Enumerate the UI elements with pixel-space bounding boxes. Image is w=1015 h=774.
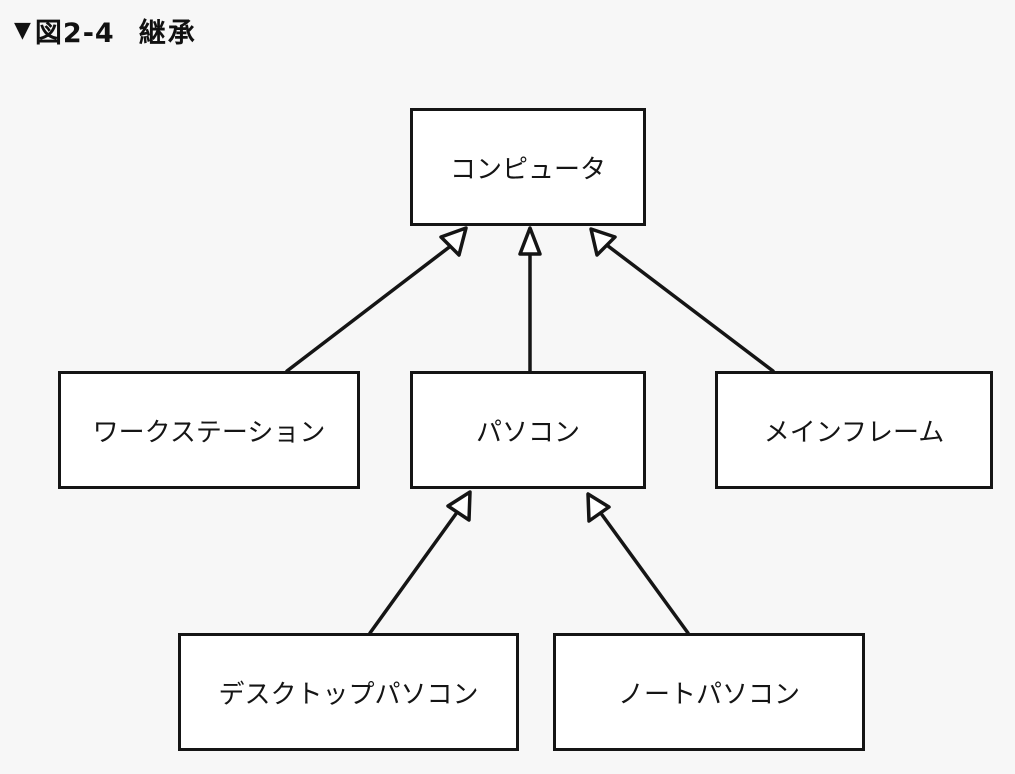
figure-caption: ▼ 図2-4 継承 — [14, 10, 197, 50]
triangle-marker-icon: ▼ — [14, 17, 31, 43]
class-box-computer: コンピュータ — [410, 108, 646, 226]
inheritance-arrowhead-icon — [518, 226, 542, 256]
class-box-desktop-pc: デスクトップパソコン — [178, 633, 519, 751]
class-box-pc: パソコン — [410, 371, 646, 489]
edge-mainframe-computer — [589, 227, 775, 373]
inheritance-arrowhead-icon — [586, 492, 611, 523]
inheritance-arrowhead-icon — [446, 490, 472, 522]
inheritance-arrowhead-icon — [589, 227, 617, 257]
inheritance-arrowhead-icon — [439, 226, 468, 257]
edge-workstation-computer — [285, 226, 468, 373]
edge-notebook-pc — [586, 492, 690, 635]
class-box-mainframe: メインフレーム — [715, 371, 993, 489]
class-box-notebook-pc: ノートパソコン — [553, 633, 865, 751]
figure-number: 図2-4 — [34, 17, 115, 49]
edge-pc-computer — [518, 226, 542, 373]
edge-desktop-pc — [368, 490, 472, 635]
figure-title: 継承 — [138, 17, 197, 49]
class-box-workstation: ワークステーション — [58, 371, 360, 489]
